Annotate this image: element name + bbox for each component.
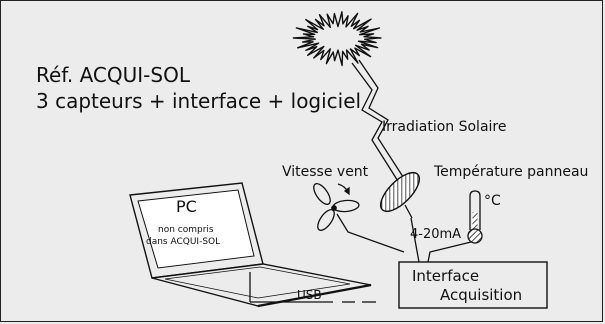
- current-loop-label: 4-20mA: [410, 227, 461, 242]
- anemometer-icon: [313, 183, 360, 231]
- irradiation-ray: [351, 59, 408, 187]
- title-line-2: 3 capteurs + interface + logiciel: [36, 89, 361, 113]
- irradiation-label: Irradiation Solaire: [382, 119, 506, 135]
- wind-label: Vitesse vent: [282, 164, 369, 180]
- thermometer-icon: [467, 190, 483, 244]
- sensor-cables: [336, 213, 472, 263]
- interface-line-1: Interface: [412, 267, 479, 285]
- celsius-label: °C: [484, 193, 501, 209]
- interface-line-2: Acquisition: [440, 286, 522, 304]
- title-line-1: Réf. ACQUI-SOL: [36, 63, 191, 87]
- sun-icon: [292, 11, 382, 67]
- usb-cable: [249, 272, 376, 303]
- laptop-icon: [129, 182, 372, 308]
- interface-box: [398, 261, 548, 309]
- pc-note-line-2: dans ACQUI-SOL: [146, 237, 220, 247]
- pyranometer-icon: [379, 171, 421, 219]
- pc-note-line-1: non compris: [158, 225, 214, 235]
- panel-temp-label: Température panneau: [433, 164, 588, 180]
- usb-label: USB: [297, 288, 322, 302]
- pc-title: PC: [176, 197, 197, 216]
